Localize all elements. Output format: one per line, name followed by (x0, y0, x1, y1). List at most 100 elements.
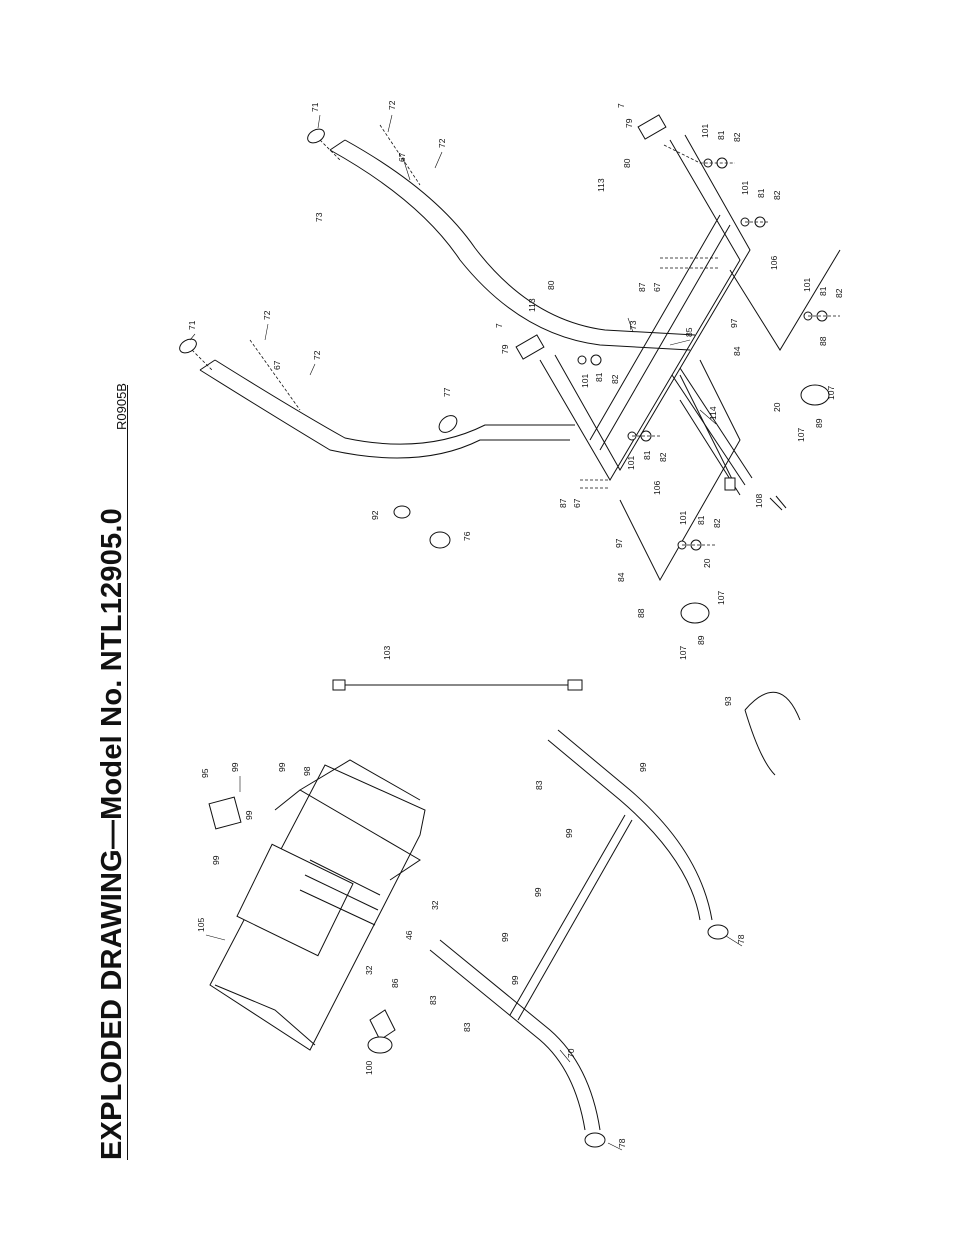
label-67: 67 (397, 152, 407, 162)
label-81: 81 (642, 450, 652, 460)
label-100: 100 (364, 1061, 374, 1075)
label-71: 71 (187, 320, 197, 330)
label-105: 105 (196, 918, 206, 932)
label-84: 84 (616, 572, 626, 582)
label-72: 72 (437, 138, 447, 148)
label-107: 107 (716, 591, 726, 605)
console (208, 759, 426, 1054)
label-73: 73 (628, 320, 638, 330)
label-82: 82 (658, 452, 668, 462)
label-73: 73 (314, 212, 324, 222)
wire-93 (744, 691, 801, 776)
label-97: 97 (614, 538, 624, 548)
label-83: 83 (534, 780, 544, 790)
label-78: 78 (736, 934, 746, 944)
label-99: 99 (277, 762, 287, 772)
label-107: 107 (826, 386, 836, 400)
label-82: 82 (732, 132, 742, 142)
label-107: 107 (678, 646, 688, 660)
label-82: 82 (610, 374, 620, 384)
label-77: 77 (442, 387, 452, 397)
label-72: 72 (312, 350, 322, 360)
label-99: 99 (244, 810, 254, 820)
label-99: 99 (638, 762, 648, 772)
label-79: 79 (500, 344, 510, 354)
label-92: 92 (370, 510, 380, 520)
leader-lines (189, 114, 743, 1151)
label-101: 101 (700, 124, 710, 138)
label-86: 86 (390, 978, 400, 988)
label-76: 76 (462, 531, 472, 541)
base-frame (539, 134, 841, 582)
label-83: 83 (428, 995, 438, 1005)
label-20: 20 (702, 558, 712, 568)
label-87: 87 (637, 282, 647, 292)
label-80: 80 (546, 280, 556, 290)
label-89: 89 (696, 635, 706, 645)
label-101: 101 (678, 511, 688, 525)
label-72: 72 (262, 310, 272, 320)
label-98: 98 (302, 766, 312, 776)
upright-left (199, 359, 575, 459)
label-107: 107 (796, 428, 806, 442)
label-101: 101 (740, 181, 750, 195)
label-32: 32 (430, 900, 440, 910)
label-88: 88 (818, 336, 828, 346)
label-99: 99 (533, 887, 543, 897)
label-79: 79 (624, 118, 634, 128)
base-tube (429, 729, 729, 1148)
label-99: 99 (500, 932, 510, 942)
label-81: 81 (818, 286, 828, 296)
part-labels: 71 72 67 72 73 71 72 67 72 77 92 76 7 79… (187, 100, 844, 1148)
assembly-lines (191, 124, 840, 546)
label-106: 106 (652, 481, 662, 495)
label-95: 95 (200, 768, 210, 778)
title-rule (127, 385, 128, 1160)
label-82: 82 (772, 190, 782, 200)
label-72: 72 (387, 100, 397, 110)
label-103: 103 (382, 646, 392, 660)
label-67: 67 (572, 498, 582, 508)
label-32: 32 (364, 965, 374, 975)
label-81: 81 (756, 188, 766, 198)
label-71: 71 (310, 102, 320, 112)
label-81: 81 (716, 130, 726, 140)
label-46: 46 (404, 930, 414, 940)
label-108: 108 (754, 494, 764, 508)
label-113: 113 (527, 298, 537, 312)
label-99: 99 (510, 975, 520, 985)
label-101: 101 (580, 374, 590, 388)
label-88: 88 (636, 608, 646, 618)
label-81: 81 (594, 372, 604, 382)
label-99: 99 (230, 762, 240, 772)
wire-harness (332, 679, 583, 691)
label-67: 67 (652, 282, 662, 292)
label-97: 97 (729, 318, 739, 328)
label-101: 101 (802, 278, 812, 292)
label-82: 82 (712, 518, 722, 528)
label-83: 83 (462, 1022, 472, 1032)
label-80: 80 (622, 158, 632, 168)
label-70: 70 (566, 1048, 576, 1058)
label-93: 93 (723, 696, 733, 706)
upright-right (329, 139, 696, 351)
label-99: 99 (211, 855, 221, 865)
label-106: 106 (769, 256, 779, 270)
label-101: 101 (626, 456, 636, 470)
label-99: 99 (564, 828, 574, 838)
label-7: 7 (494, 323, 504, 328)
label-82: 82 (834, 288, 844, 298)
label-81: 81 (696, 515, 706, 525)
label-84: 84 (732, 346, 742, 356)
label-67: 67 (272, 360, 282, 370)
label-114: 114 (708, 406, 718, 420)
label-89: 89 (814, 418, 824, 428)
label-85: 85 (684, 327, 694, 337)
label-78: 78 (617, 1138, 627, 1148)
hardware (179, 114, 830, 624)
label-7: 7 (616, 103, 626, 108)
label-113: 113 (596, 178, 606, 192)
label-20: 20 (772, 402, 782, 412)
